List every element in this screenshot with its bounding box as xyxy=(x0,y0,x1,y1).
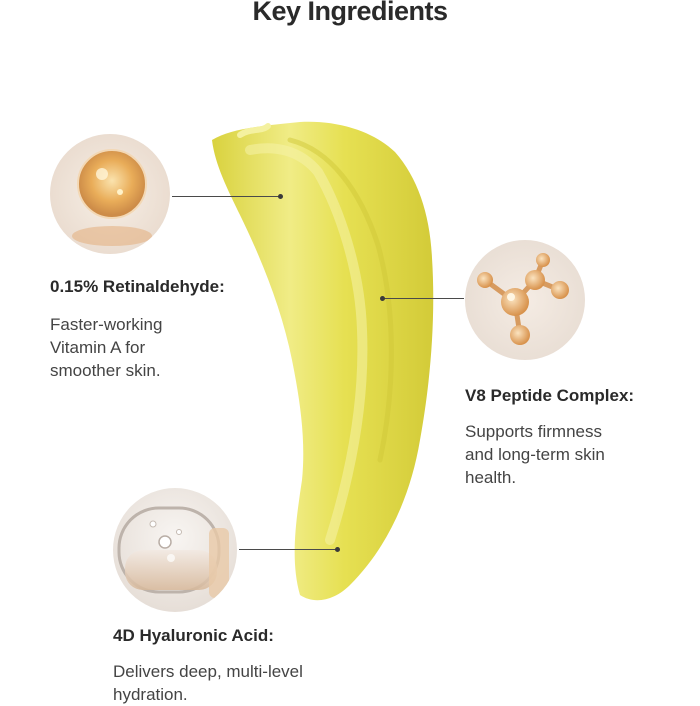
retinaldehyde-name: 0.15% Retinaldehyde: xyxy=(50,277,225,296)
hyaluronic-connector xyxy=(239,549,339,550)
retinaldehyde-connector-dot xyxy=(278,194,283,199)
hyaluronic-name: 4D Hyaluronic Acid: xyxy=(113,626,274,645)
peptide-name: V8 Peptide Complex: xyxy=(465,386,635,405)
retinaldehyde-description: Faster-working Vitamin A for smoother sk… xyxy=(50,315,163,380)
retinaldehyde-connector xyxy=(172,196,280,197)
peptide-description: Supports firmness and long-term skin hea… xyxy=(465,422,605,487)
hyaluronic-description: Delivers deep, multi-level hydration. xyxy=(113,662,303,704)
page-title: Key Ingredients xyxy=(252,0,448,26)
peptide-connector-dot xyxy=(380,296,385,301)
peptide-connector xyxy=(384,298,464,299)
retinaldehyde-image xyxy=(50,134,170,254)
hyaluronic-image xyxy=(113,488,237,612)
hyaluronic-connector-dot xyxy=(335,547,340,552)
peptide-image xyxy=(465,240,585,360)
